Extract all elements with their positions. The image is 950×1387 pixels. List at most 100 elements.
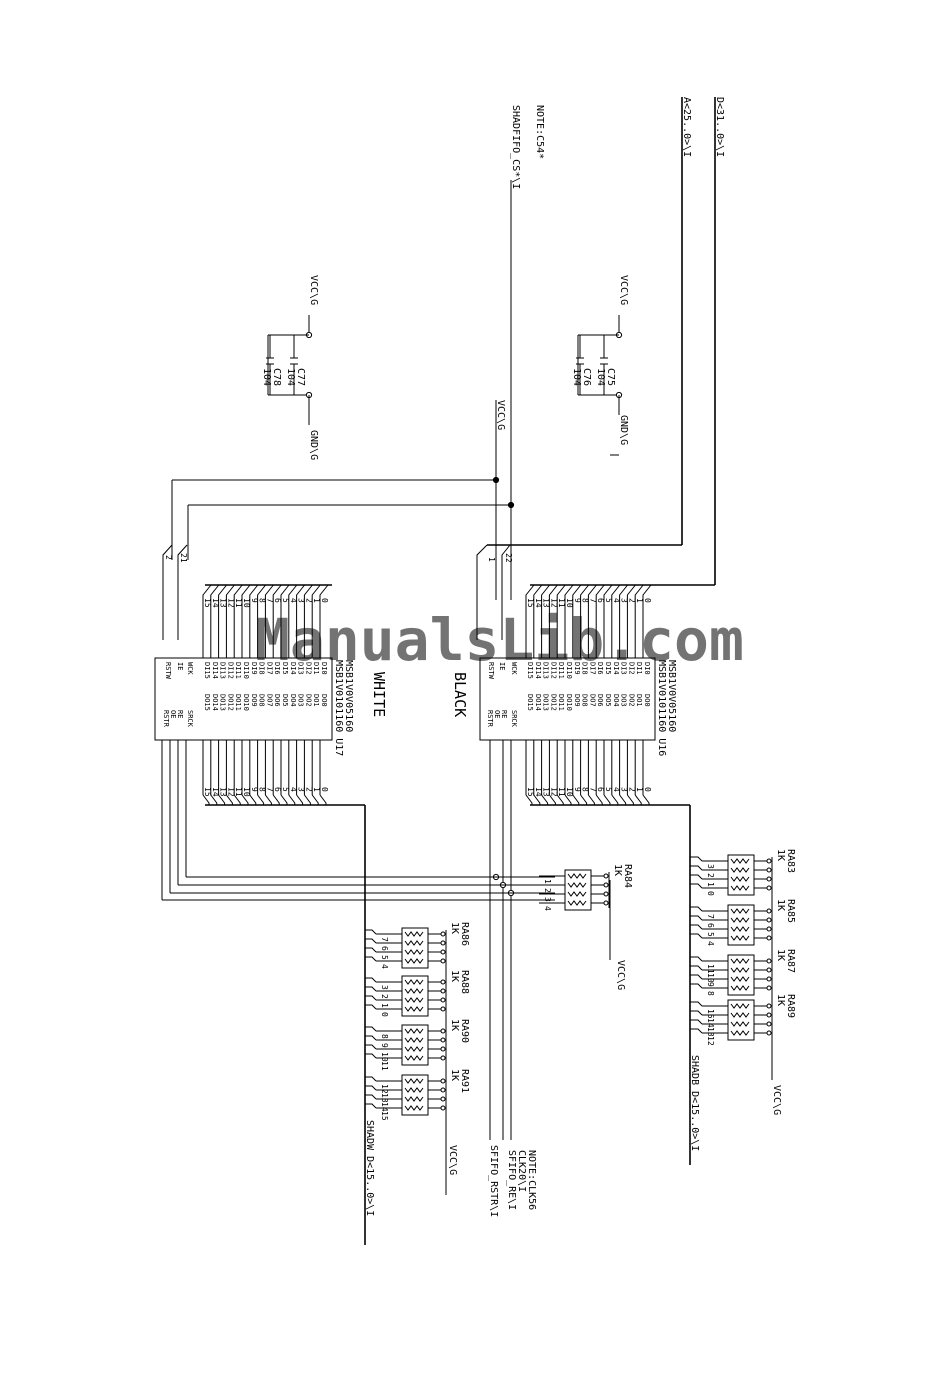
pin-label: 7 [588,787,597,792]
pin-label: 2 [706,873,715,878]
pin-name: DI6 [273,662,281,675]
wire [690,956,703,962]
gnd-label: GND\G [308,430,319,460]
pin-label: 6 [380,946,389,951]
pin-dot [440,1055,446,1061]
pin-label: 3 [543,897,552,902]
pin-dot [766,967,772,973]
wire [280,584,290,600]
wire [548,584,558,600]
wire [404,1096,424,1102]
pin-dot [766,867,772,873]
pin-label: 15 [380,1111,389,1121]
pin-label: 13 [219,598,228,608]
pin-dot [766,976,772,982]
wire [730,1021,750,1027]
pin-name: DO8 [258,694,266,707]
wire [501,544,511,640]
pin-label: 10 [565,598,574,608]
pin-name: DI5 [604,662,612,675]
wire [404,1087,424,1093]
chip-label: WHITE [370,672,388,717]
wire [365,1085,377,1091]
wire [567,873,587,879]
pin-label: 5 [706,932,715,937]
pin-name: DI10 [242,662,250,679]
pin-dot [440,1006,446,1012]
ra-ref: RA83 [785,849,796,873]
shadw-bus-label: SHADW_D<15..0>\I [364,1120,375,1216]
wire [257,584,266,600]
pin-name: DO10 [565,694,573,711]
wire [730,926,750,932]
pin-dot [766,885,772,891]
pin-name: OE [169,710,177,718]
wire [619,794,627,805]
resistor-array [401,975,429,1017]
ra-value: 1K [775,849,786,861]
pin-name: RE [500,710,508,718]
wire [404,1055,424,1061]
ra-ref: RA90 [459,1019,470,1043]
wire [690,974,703,980]
note-clk56: NOTE:CLK56 [526,1150,537,1210]
pin-label: 12 [706,1036,715,1046]
pin-label: 4 [289,787,298,792]
wire [611,794,619,805]
wire [730,976,750,982]
pin-name: OE [493,710,501,718]
wire [303,584,313,600]
pin-label: 12 [226,787,235,797]
pin-name: DO5 [281,694,289,707]
ra-ref: RA87 [785,949,796,973]
pin-label: 1 [706,882,715,887]
wire [365,956,377,962]
wire [296,794,304,805]
wire [541,584,550,600]
ra-value: 1K [612,864,623,876]
cap-value: 104 [285,368,296,386]
pin-name: DO6 [273,694,281,707]
pin-label: 8 [706,991,715,996]
wire [365,977,377,983]
wire [580,584,589,600]
pin-label: 5 [604,787,613,792]
pin-name: DI8 [581,662,589,675]
wire [365,1035,377,1041]
pin-name: SRCK [510,710,518,728]
resistor-array [401,1024,429,1066]
chip-label: BLACK [451,672,469,717]
pin-dot [440,958,446,964]
pin-name: DI9 [250,662,258,675]
pin-name: DO8 [581,694,589,707]
pin-name: DO4 [612,694,620,707]
pin-name: DI10 [565,662,573,679]
pin-name: DI11 [234,662,242,679]
pin-label: 12 [549,598,558,608]
pin-label: 9 [573,598,582,603]
pin-name: DO9 [573,694,581,707]
wire [533,584,543,600]
wire [595,794,603,805]
pin-label: 8 [581,787,590,792]
pin-label: 11 [706,964,715,974]
pin-label: 1 [487,557,496,562]
wire [476,544,488,640]
wire [365,1026,377,1032]
vcc-label: VCC\G [308,275,319,305]
wire [202,584,212,600]
chip-part: MSB1V0V05160 [666,660,677,732]
pin-label: 8 [380,1034,389,1039]
wire [690,1019,703,1025]
pin-label: 3 [620,787,629,792]
wire [365,1103,377,1109]
pin-dot [766,1021,772,1027]
pin-label: 11 [234,598,243,608]
resistor-array [564,869,592,911]
wire [730,1003,750,1009]
wire [690,874,703,880]
fifo-chip-white [154,657,333,741]
sfifo-re-label: SFIFO_RE\I [506,1150,517,1210]
wire [730,885,750,891]
wire [690,856,703,862]
